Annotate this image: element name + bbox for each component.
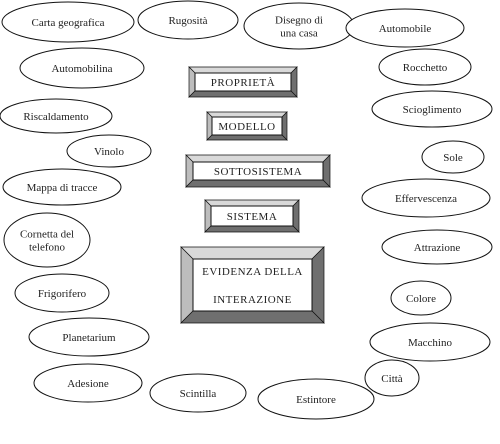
concept-oval — [28, 317, 150, 357]
bevel-top — [206, 111, 288, 118]
concept-effervescenza-label: Effervescenza — [395, 193, 457, 205]
concept-oval — [33, 363, 143, 403]
concept-scioglimento: Scioglimento — [371, 90, 493, 128]
bevel-left — [180, 246, 194, 324]
concept-attrazione: Attrazione — [381, 229, 493, 265]
concept-oval — [361, 178, 491, 218]
concept-oval — [0, 98, 113, 134]
concept-frigorifero-label: Frigorifero — [38, 288, 87, 300]
concept-automobilina: Automobilina — [19, 47, 145, 89]
concept-oval — [421, 140, 485, 174]
concept-oval — [345, 8, 465, 48]
concept-estintore-label: Estintore — [296, 394, 336, 406]
concept-mappa-di-tracce-label: Mappa di tracce — [27, 182, 98, 194]
concept-vinolo: Vinolo — [66, 134, 152, 168]
category-proprieta-label: PROPRIETÀ — [211, 77, 275, 89]
concept-oval — [364, 359, 420, 397]
bevel-bottom — [180, 310, 325, 324]
box-face — [192, 258, 313, 312]
concept-rocchetto: Rocchetto — [378, 48, 472, 86]
category-proprieta: PROPRIETÀ — [188, 66, 298, 98]
concept-citta: Città — [364, 359, 420, 397]
category-sistema: SISTEMA — [204, 199, 300, 233]
concept-rugosita-label: Rugosità — [168, 15, 207, 27]
concept-colore-label: Colore — [406, 293, 436, 305]
category-evidenza-della-interazione-label: EVIDENZA DELLA — [202, 266, 303, 278]
bevel-bottom — [188, 90, 298, 98]
concept-scintilla: Scintilla — [149, 373, 247, 413]
concept-citta-label: Città — [381, 373, 403, 385]
concept-sole: Sole — [421, 140, 485, 174]
concept-cornetta-del-telefono-label: Cornetta del — [20, 229, 74, 241]
concept-oval — [1, 1, 135, 43]
concept-disegno-di-una-casa-label: una casa — [280, 28, 318, 40]
concept-estintore: Estintore — [257, 378, 375, 420]
bevel-top — [180, 246, 325, 260]
bevel-top — [188, 66, 298, 74]
concept-scioglimento-label: Scioglimento — [403, 104, 462, 116]
concept-oval — [390, 280, 452, 316]
category-sottosistema-label: SOTTOSISTEMA — [214, 166, 302, 178]
category-modello: MODELLO — [206, 111, 288, 141]
concept-planetarium: Planetarium — [28, 317, 150, 357]
bevel-bottom — [204, 225, 300, 233]
concept-oval — [2, 168, 122, 206]
concept-macchino-label: Macchino — [408, 337, 452, 349]
concept-effervescenza: Effervescenza — [361, 178, 491, 218]
concept-oval — [371, 90, 493, 128]
concept-cornetta-del-telefono-label: telefono — [29, 242, 66, 254]
concept-riscaldamento-label: Riscaldamento — [23, 111, 89, 123]
category-modello-label: MODELLO — [218, 121, 275, 133]
box-face — [192, 161, 324, 181]
bevel-bottom — [185, 179, 331, 188]
concept-carta-geografica-label: Carta geografica — [32, 17, 105, 29]
concept-oval — [66, 134, 152, 168]
concept-frigorifero: Frigorifero — [14, 273, 110, 313]
concept-oval — [378, 48, 472, 86]
box-face — [211, 116, 283, 136]
concept-oval — [19, 47, 145, 89]
concept-automobilina-label: Automobilina — [51, 63, 112, 75]
bevel-right — [311, 246, 325, 324]
bevel-bottom — [206, 134, 288, 141]
category-evidenza-della-interazione: EVIDENZA DELLA INTERAZIONE — [180, 246, 325, 324]
concept-automobile: Automobile — [345, 8, 465, 48]
concept-planetarium-label: Planetarium — [62, 332, 116, 344]
concept-oval — [257, 378, 375, 420]
concept-automobile-label: Automobile — [379, 23, 432, 35]
concept-vinolo-label: Vinolo — [94, 146, 124, 158]
category-sottosistema: SOTTOSISTEMA — [185, 154, 331, 188]
concept-disegno-di-una-casa-label: Disegno di — [275, 15, 323, 27]
concept-attrazione-label: Attrazione — [414, 242, 461, 254]
box-face — [210, 205, 294, 227]
concept-oval — [381, 229, 493, 265]
concept-colore: Colore — [390, 280, 452, 316]
concept-oval — [14, 273, 110, 313]
concept-macchino: Macchino — [369, 322, 491, 362]
concept-adesione-label: Adesione — [67, 378, 109, 390]
concept-riscaldamento: Riscaldamento — [0, 98, 113, 134]
concept-carta-geografica: Carta geografica — [1, 1, 135, 43]
concept-scintilla-label: Scintilla — [180, 388, 217, 400]
concept-mappa-di-tracce: Mappa di tracce — [2, 168, 122, 206]
concept-adesione: Adesione — [33, 363, 143, 403]
concept-oval — [149, 373, 247, 413]
box-face — [194, 72, 292, 92]
concept-oval — [3, 212, 91, 268]
bevel-top — [185, 154, 331, 163]
category-sistema-label: SISTEMA — [227, 211, 278, 223]
concept-sole-label: Sole — [443, 152, 463, 164]
concept-rocchetto-label: Rocchetto — [403, 62, 448, 74]
concept-rugosita: Rugosità — [137, 0, 239, 40]
concept-oval — [137, 0, 239, 40]
category-evidenza-della-interazione-label: INTERAZIONE — [213, 294, 292, 306]
concept-oval — [369, 322, 491, 362]
bevel-top — [204, 199, 300, 207]
